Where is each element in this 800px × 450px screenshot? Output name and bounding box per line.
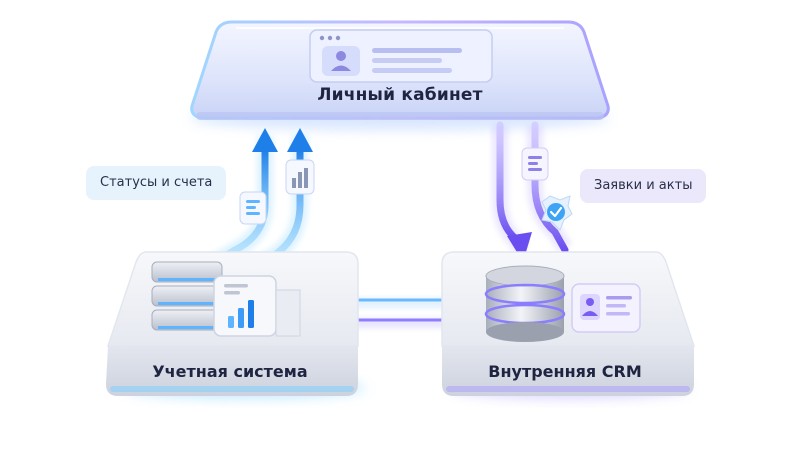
accounting-title: Учетная система [152,362,308,381]
portal-title: Личный кабинет [317,85,483,105]
flow-from-portal [492,121,572,262]
database-icon [484,265,566,342]
accounting-platform [106,251,359,396]
flow-label-requests: Заявки и акты [580,169,707,203]
arrow-up-icon [287,128,313,152]
flow-label-statuses: Статусы и счета [86,166,227,200]
bar-chart-document-icon [213,275,301,337]
crm-platform [441,251,696,396]
bar-chart-icon [285,159,315,195]
document-icon [239,191,267,225]
contact-card-icon [571,283,641,333]
portal-panel [190,20,610,120]
check-badge-icon [541,195,573,231]
user-card-icon [309,29,493,83]
crm-title: Внутренняя CRM [488,362,642,381]
arrow-up-icon [252,128,278,152]
arrow-down-icon [507,232,532,262]
document-icon [521,147,549,181]
server-stack-icon [151,261,223,331]
